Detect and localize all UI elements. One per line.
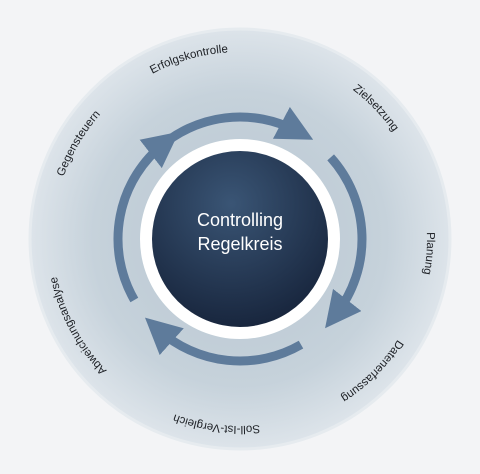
arrow-left	[113, 131, 180, 303]
cycle-arrows	[113, 106, 367, 366]
center-title-line2: Regelkreis	[197, 234, 282, 254]
arrow-bottom	[144, 317, 304, 366]
outer-ring-edge	[28, 27, 452, 451]
core-circle	[152, 151, 328, 327]
arrow-right	[325, 154, 367, 329]
center-title-line1: Controlling	[197, 210, 283, 230]
step-label-text-2: Planung	[421, 232, 436, 276]
step-label-2: Planung	[421, 232, 436, 276]
